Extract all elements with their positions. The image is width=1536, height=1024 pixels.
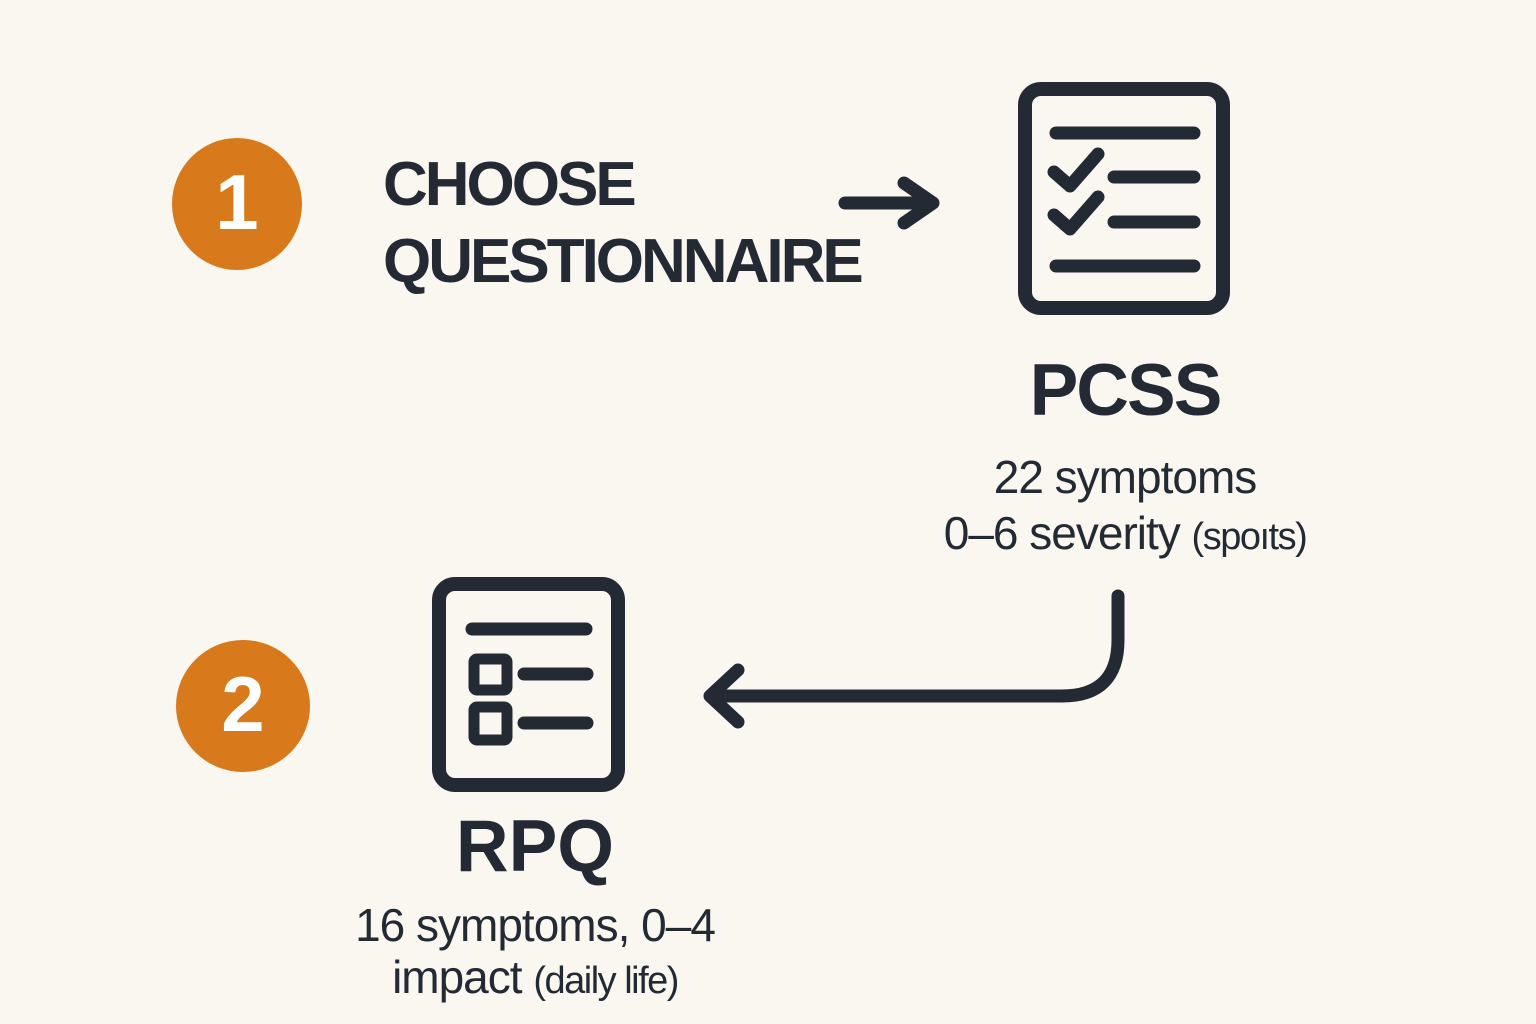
step-1-title-line-2: QUESTIONNAIRE bbox=[383, 227, 864, 296]
pcss-detail-line-2: 0–6 severity (spoıts) bbox=[900, 505, 1350, 565]
step-1-title: CHOOSE QUESTIONNAIRE bbox=[383, 146, 864, 300]
checklist-document-icon bbox=[1018, 82, 1230, 315]
rpq-detail-scale: impact bbox=[392, 951, 522, 1003]
pcss-name: PCSS bbox=[1029, 350, 1223, 431]
arrow-curved-left-icon bbox=[703, 589, 1125, 729]
pcss-detail-line-1: 22 symptoms bbox=[993, 451, 1258, 503]
checkbox-list-document-icon bbox=[432, 577, 625, 792]
step-2-number: 2 bbox=[221, 660, 265, 748]
pcss-detail-note: (spoıts) bbox=[1191, 516, 1308, 558]
rpq-detail-line-2: impact (daily life) bbox=[310, 951, 760, 1007]
rpq-name: RPQ bbox=[455, 806, 615, 887]
arrow-right-icon bbox=[838, 176, 940, 230]
step-2-badge: 2 bbox=[176, 640, 310, 772]
rpq-detail-line-1: 16 symptoms, 0–4 bbox=[355, 899, 716, 951]
pcss-detail-scale: 0–6 severity bbox=[943, 507, 1181, 559]
pcss-card: PCSS 22 symptoms 0–6 severity (spoıts) bbox=[900, 354, 1350, 565]
rpq-detail-note: (daily life) bbox=[533, 960, 679, 1002]
rpq-card: RPQ 16 symptoms, 0–4 impact (daily life) bbox=[310, 810, 760, 1007]
step-1-number: 1 bbox=[215, 158, 259, 246]
step-1-badge: 1 bbox=[172, 138, 302, 270]
step-1-title-line-1: CHOOSE bbox=[383, 150, 637, 219]
